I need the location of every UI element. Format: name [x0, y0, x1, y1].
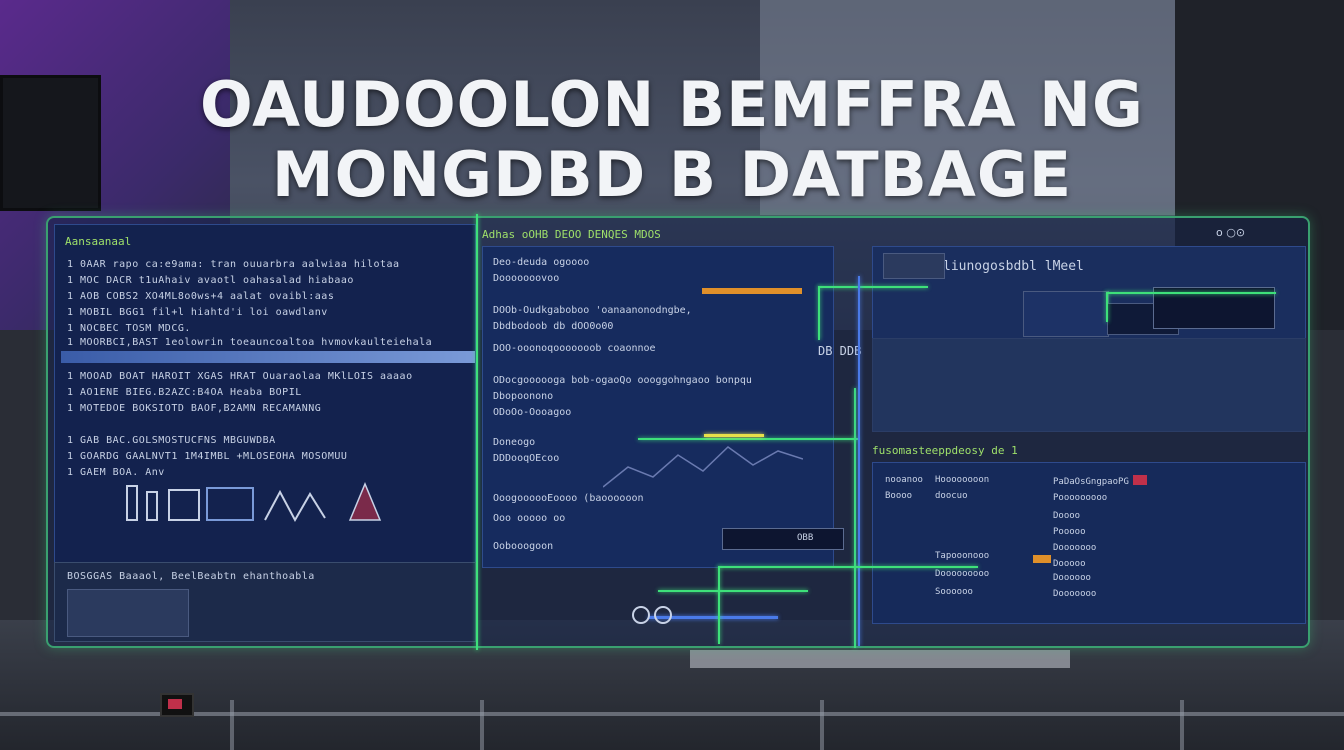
chart-thumbnail — [1153, 287, 1275, 329]
background-window — [760, 0, 1180, 215]
background-post — [480, 700, 484, 750]
list-item: Boooo — [885, 491, 913, 501]
result-line: DOO-ooonoqooooooob coaonnoe — [493, 343, 656, 354]
list-item: Dooooooooo — [935, 569, 990, 579]
headline-line-2: MONGDBD B DATBAGE — [271, 138, 1073, 211]
list-item: Pooooooooo — [1053, 493, 1108, 503]
connector-line — [718, 566, 720, 644]
code-pane-footer: BOSGGAS Baaaol, BeelBeabtn ehanthoabla — [54, 562, 476, 642]
chart-thumbnail — [1023, 291, 1109, 337]
red-light-device — [160, 693, 194, 717]
footer-text: BOSGGAS Baaaol, BeelBeabtn ehanthoabla — [67, 571, 315, 582]
code-line: 1 GAB BAC.GOLSMOSTUCFNS MBGUWDBA — [67, 435, 276, 446]
result-line: ODocgoooooga bob-ogaoQo oooggohngaoo bon… — [493, 375, 752, 386]
list-item: Dooooooo — [1053, 589, 1097, 599]
background-post — [230, 700, 234, 750]
connector-line — [476, 214, 478, 650]
code-line: 1 MOBIL BGG1 fil+l hiahtd'i loi oawdlanv — [67, 307, 328, 318]
list-item: Dooooo — [1053, 559, 1086, 569]
connector-highlight — [704, 434, 764, 437]
index-list-pane[interactable]: nooanoo Hoooooooon doocuo Boooo Tapooono… — [872, 462, 1306, 624]
result-line: Deo-deuda ogoooo — [493, 257, 590, 268]
list-item: Doooooo — [1053, 573, 1091, 583]
code-line: 1 NOCBEC TOSM MDCG. — [67, 323, 191, 334]
code-line: 1 AO1ENE BIEG.B2AZC:B4OA Heaba BOPIL — [67, 387, 302, 398]
connector-line — [658, 590, 808, 592]
result-line: DOOb-Oudkgaboboo 'oanaanonodngbe, — [493, 305, 692, 316]
monitor-header: liunogosbdbl lMeel — [943, 259, 1084, 274]
code-editor-pane[interactable]: Aansaanaal 1 0AAR rapo ca:e9ama: tran ou… — [54, 224, 476, 582]
query-results-pane[interactable]: Deo-deuda ogoooo Dooooooovoo DOOb-Oudkga… — [482, 246, 834, 568]
window-controls[interactable]: o ○⊙ — [1216, 226, 1246, 239]
list-pane-header: fusomasteeppdeosy de 1 — [872, 444, 1018, 457]
code-line: 1 MOOAD BOAT HAROIT XGAS HRAT Ouaraolaa … — [67, 371, 413, 382]
monitor-thumbnail — [883, 253, 945, 279]
result-line: Dbopoonono — [493, 391, 554, 402]
connector-line — [718, 566, 978, 568]
list-item: Doooo — [1053, 511, 1081, 521]
connector-line — [818, 286, 928, 288]
connector-line — [818, 286, 820, 340]
result-line: ODoOo-Oooagoo — [493, 407, 572, 418]
result-line: Dooooooovoo — [493, 273, 560, 284]
code-pane-header: Aansaanaal — [65, 235, 132, 248]
dashboard-panel: Aansaanaal 1 0AAR rapo ca:e9ama: tran ou… — [46, 214, 1310, 650]
connector-line — [1106, 292, 1276, 294]
secondary-panel — [872, 338, 1306, 432]
connector-line — [638, 438, 858, 440]
background-rail — [0, 712, 1344, 716]
background-desk — [690, 650, 1070, 668]
result-line: Ooo ooooo oo — [493, 513, 566, 524]
list-item: PaDaOsGngpaoPG — [1053, 477, 1129, 487]
list-item: nooanoo — [885, 475, 923, 485]
result-line: DDDooqOEcoo — [493, 453, 560, 464]
headline-line-1: OAUDOOLON BEMFFRA NG — [200, 68, 1144, 141]
status-monitor-pane[interactable]: liunogosbdbl lMeel — [872, 246, 1306, 340]
result-line: Doneogo — [493, 437, 536, 448]
selected-code-line — [61, 351, 475, 363]
list-item: Dooooooo — [1053, 543, 1097, 553]
list-item: Tapooonooo — [935, 551, 990, 561]
result-tag-label: OBB — [797, 533, 814, 543]
code-line: 1 GOARDG GAALNVT1 1M4IMBL +MLOSEOHA MOSO… — [67, 451, 348, 462]
list-item: doocuo — [935, 491, 968, 501]
result-tag: OBB — [722, 528, 844, 550]
result-line: Oobooogoon — [493, 541, 554, 552]
list-item: Hoooooooon — [935, 475, 990, 485]
connector-line — [648, 616, 778, 619]
code-line: 1 GAEM BOA. Anv — [67, 467, 165, 478]
result-line: Dbdbodoob db dOO0o00 — [493, 321, 614, 332]
caption-label: DB DDB — [818, 344, 862, 358]
monitor-icon — [0, 75, 101, 211]
background-post — [1180, 700, 1184, 750]
progress-bar-fill — [702, 288, 802, 294]
list-item: Pooooo — [1053, 527, 1086, 537]
list-item: Soooooo — [935, 587, 973, 597]
circle-icon[interactable] — [654, 606, 672, 624]
progress-indicator — [1033, 555, 1051, 563]
circle-icon[interactable] — [632, 606, 650, 624]
status-badge — [1133, 475, 1147, 485]
code-line: 1 AOB COBS2 XO4ML8o0ws+4 aalat ovaibl:aa… — [67, 291, 335, 302]
connector-line — [858, 276, 860, 646]
code-line: 1 0AAR rapo ca:e9ama: tran ouuarbra aalw… — [67, 259, 400, 270]
code-line: 1 MOTEDOE BOKSIOTD BAOF,B2AMN RECAMANNG — [67, 403, 322, 414]
connector-line — [1106, 292, 1108, 322]
mid-pane-header: Adhas oOHB DEOO DENQES MDOS — [482, 228, 661, 241]
background-post — [820, 700, 824, 750]
thumbnail[interactable] — [67, 589, 189, 637]
trend-sparkline — [603, 446, 803, 488]
result-line: OoogoooooEoooo (baoooooon — [493, 493, 644, 504]
code-line: 1 MOC DACR t1uAhaiv avaotl oahasalad hia… — [67, 275, 354, 286]
code-line: 1 MOORBCI,BAST 1eolowrin toeauncoaltoa h… — [67, 337, 433, 348]
connector-line — [854, 388, 856, 648]
mini-chart-icon — [126, 482, 382, 523]
